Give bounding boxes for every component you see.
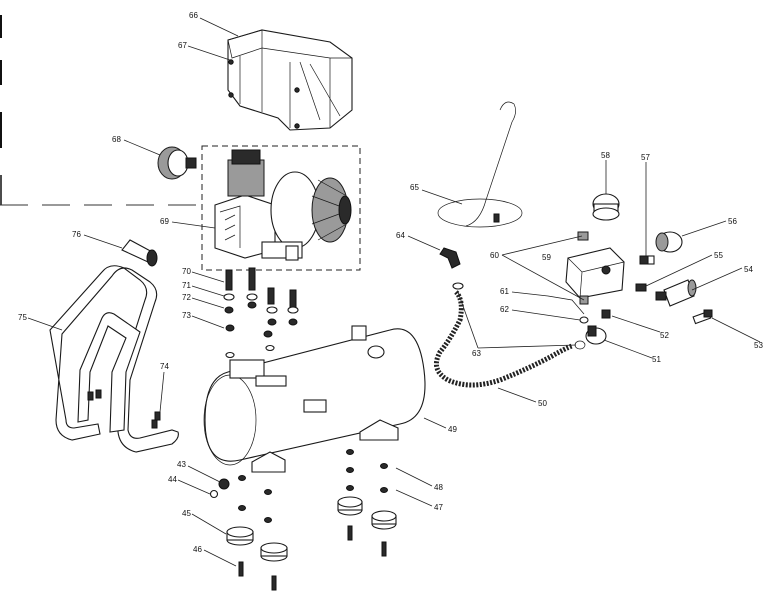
callout-60: 60 <box>490 251 499 260</box>
callout-58: 58 <box>601 151 610 160</box>
quick-coupler-part <box>655 279 697 307</box>
callout-64: 64 <box>396 231 405 240</box>
frame-lines <box>0 15 200 206</box>
pump-motor-assembly <box>201 145 361 271</box>
callout-59: 59 <box>542 253 551 262</box>
outlet-gauge-part <box>655 231 683 253</box>
pressure-switch-part <box>565 231 625 305</box>
tank-fasteners-part <box>238 449 388 523</box>
handle-frame-part <box>49 265 179 453</box>
drain-valve-part <box>209 478 230 499</box>
coiled-hose-part <box>433 282 586 388</box>
handle-grip-part <box>121 239 158 267</box>
callout-labels: 66 67 68 69 76 70 71 72 73 75 74 43 44 4… <box>18 11 763 554</box>
air-filter-part <box>157 146 197 180</box>
rubber-feet-part <box>226 496 397 591</box>
callout-55: 55 <box>714 251 723 260</box>
callout-71: 71 <box>182 281 191 290</box>
callout-67: 67 <box>178 41 187 50</box>
callout-51: 51 <box>652 355 661 364</box>
nipple-part <box>635 283 647 292</box>
callout-65: 65 <box>410 183 419 192</box>
outlet-tube-part <box>437 101 523 228</box>
bolts-washers-part <box>223 267 299 359</box>
callout-49: 49 <box>448 425 457 434</box>
callout-68: 68 <box>112 135 121 144</box>
callout-61: 61 <box>500 287 509 296</box>
callout-45: 45 <box>182 509 191 518</box>
air-tank-part <box>203 325 426 473</box>
callout-54: 54 <box>744 265 753 274</box>
safety-valve-part <box>639 255 655 265</box>
check-valve-part <box>585 309 611 345</box>
callout-69: 69 <box>160 217 169 226</box>
shroud-part <box>227 29 353 131</box>
callout-47: 47 <box>434 503 443 512</box>
callout-48: 48 <box>434 483 443 492</box>
callout-62: 62 <box>500 305 509 314</box>
callout-63: 63 <box>472 349 481 358</box>
callout-56: 56 <box>728 217 737 226</box>
callout-50: 50 <box>538 399 547 408</box>
callout-53: 53 <box>754 341 763 350</box>
callout-46: 46 <box>193 545 202 554</box>
callout-75: 75 <box>18 313 27 322</box>
callout-76: 76 <box>72 230 81 239</box>
callout-52: 52 <box>660 331 669 340</box>
callout-70: 70 <box>182 267 191 276</box>
callout-66: 66 <box>189 11 198 20</box>
callout-72: 72 <box>182 293 191 302</box>
callout-44: 44 <box>168 475 177 484</box>
callout-57: 57 <box>641 153 650 162</box>
plug-part <box>692 309 713 325</box>
leader-lines <box>27 17 761 567</box>
callout-43: 43 <box>177 460 186 469</box>
tank-gauge-part <box>592 193 620 221</box>
callout-74: 74 <box>160 362 169 371</box>
elbow-fitting-part <box>439 247 461 269</box>
callout-73: 73 <box>182 311 191 320</box>
